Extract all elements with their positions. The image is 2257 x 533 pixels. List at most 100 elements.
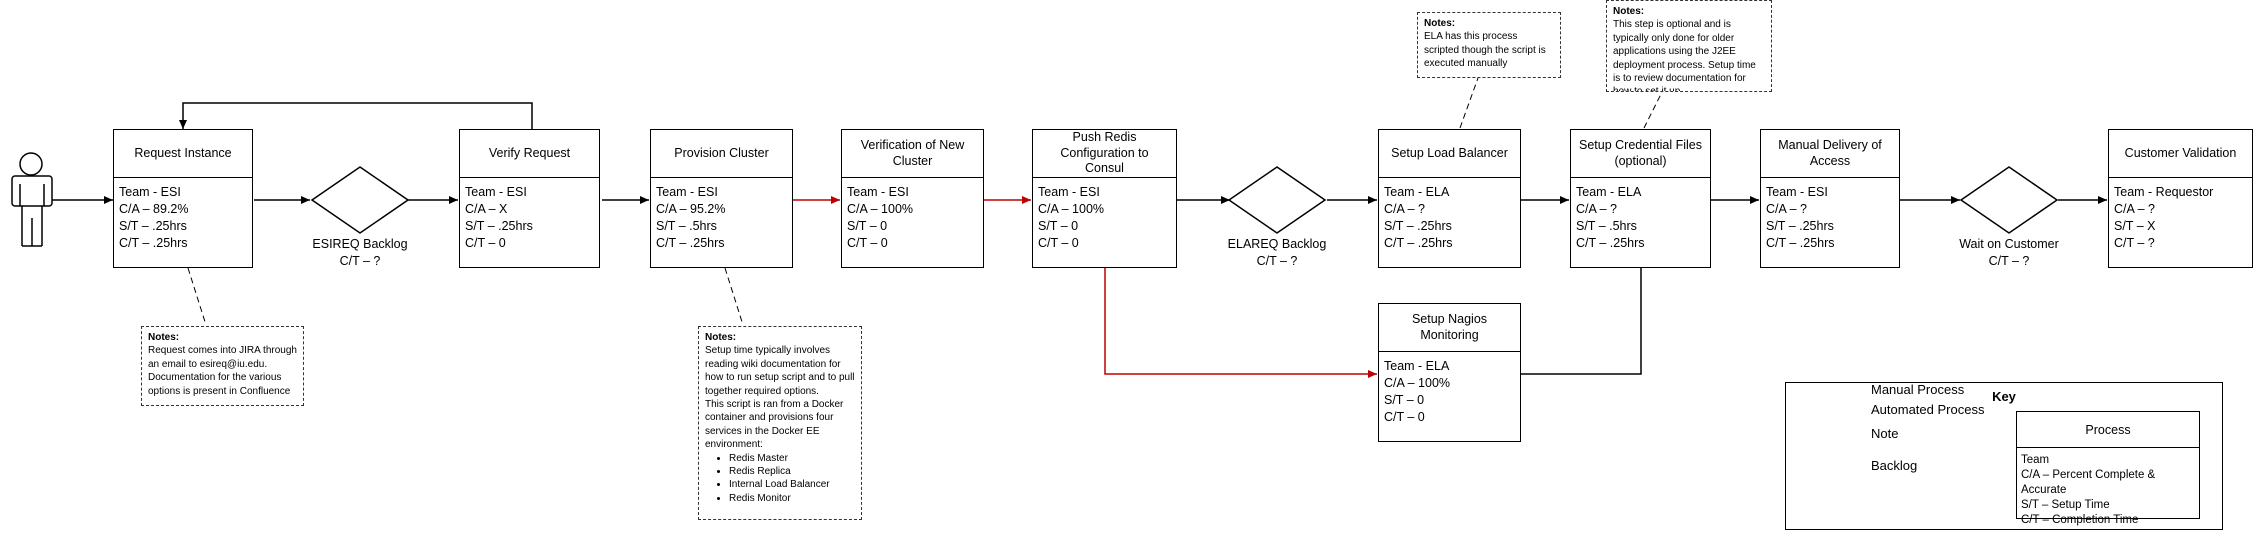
- legend-process-title: Process: [2017, 412, 2199, 448]
- legend-process-line: Team: [2021, 454, 2050, 466]
- note-provision-cluster: Notes: Setup time typically involves rea…: [698, 326, 862, 520]
- legend-backlog: Backlog: [1871, 458, 1918, 473]
- process-title: Provision Cluster: [651, 130, 792, 178]
- process-st: S/T – 0: [1038, 219, 1079, 233]
- process-title: Request Instance: [114, 130, 252, 178]
- backlog-ct: C/T – ?: [339, 254, 381, 268]
- legend-process-lines: Team C/A – Percent Complete & Accurate S…: [2017, 448, 2199, 533]
- backlog-diamond-esireq: [310, 166, 410, 234]
- note-bullet: Redis Replica: [729, 465, 855, 478]
- process-ca: C/A – ?: [1384, 202, 1425, 216]
- legend-process-box: Process Team C/A – Percent Complete & Ac…: [2016, 411, 2200, 526]
- process-st: S/T – 0: [1384, 393, 1425, 407]
- process-st: S/T – 0: [847, 219, 888, 233]
- legend-automated-process: Automated Process: [1871, 402, 1985, 417]
- process-team: Team - ELA: [1384, 359, 1450, 373]
- legend-process-line: C/A – Percent Complete & Accurate: [2021, 469, 2156, 496]
- process-st: S/T – .5hrs: [656, 219, 717, 233]
- note-title: Notes:: [705, 332, 737, 343]
- process-title: Manual Delivery of Access: [1761, 130, 1899, 178]
- note-text: This step is optional and is typically o…: [1613, 19, 1756, 92]
- legend-process-line: C/T – Completion Time: [2021, 514, 2139, 526]
- legend-note: Note: [1871, 426, 1899, 441]
- process-st: S/T – .25hrs: [1766, 219, 1834, 233]
- process-st: S/T – .5hrs: [1576, 219, 1637, 233]
- process-manual-delivery-access: Manual Delivery of Access Team - ESI C/A…: [1760, 129, 1900, 268]
- note-bullet-list: Redis Master Redis Replica Internal Load…: [705, 452, 855, 506]
- process-metrics: Team - ESI C/A – 95.2% S/T – .5hrs C/T –…: [651, 178, 792, 258]
- process-setup-load-balancer: Setup Load Balancer Team - ELA C/A – ? S…: [1378, 129, 1521, 268]
- process-metrics: Team - Requestor C/A – ? S/T – X C/T – ?: [2109, 178, 2252, 258]
- process-ca: C/A – 89.2%: [119, 202, 189, 216]
- note-bullet: Redis Master: [729, 452, 855, 465]
- process-ct: C/T – 0: [1038, 236, 1079, 250]
- process-setup-credential-files: Setup Credential Files (optional) Team -…: [1570, 129, 1711, 268]
- process-provision-cluster: Provision Cluster Team - ESI C/A – 95.2%…: [650, 129, 793, 268]
- process-metrics: Team - ESI C/A – 89.2% S/T – .25hrs C/T …: [114, 178, 252, 258]
- person-icon: [11, 152, 53, 247]
- process-metrics: Team - ESI C/A – 100% S/T – 0 C/T – 0: [1033, 178, 1176, 258]
- note-text: Request comes into JIRA through an email…: [148, 345, 297, 397]
- process-ct: C/T – 0: [1384, 410, 1425, 424]
- note-setup-load-balancer: Notes: ELA has this process scripted tho…: [1417, 12, 1561, 78]
- note-title: Notes:: [1424, 18, 1456, 29]
- legend-process-line: S/T – Setup Time: [2021, 499, 2110, 511]
- process-team: Team - ESI: [847, 185, 909, 199]
- process-st: S/T – .25hrs: [465, 219, 533, 233]
- note-request-instance: Notes: Request comes into JIRA through a…: [141, 326, 304, 406]
- note-connectors: [187, 77, 1663, 326]
- process-metrics: Team - ELA C/A – ? S/T – .25hrs C/T – .2…: [1379, 178, 1520, 258]
- process-metrics: Team - ESI C/A – ? S/T – .25hrs C/T – .2…: [1761, 178, 1899, 258]
- process-setup-nagios-monitoring: Setup Nagios Monitoring Team - ELA C/A –…: [1378, 303, 1521, 442]
- process-request-instance: Request Instance Team - ESI C/A – 89.2% …: [113, 129, 253, 268]
- process-st: S/T – X: [2114, 219, 2156, 233]
- process-team: Team - Requestor: [2114, 185, 2214, 199]
- process-title: Setup Load Balancer: [1379, 130, 1520, 178]
- process-ct: C/T – ?: [2114, 236, 2155, 250]
- process-ct: C/T – 0: [847, 236, 888, 250]
- process-team: Team - ESI: [119, 185, 181, 199]
- note-bullet: Internal Load Balancer: [729, 478, 855, 491]
- backlog-name: ELAREQ Backlog: [1227, 237, 1327, 251]
- backlog-ct: C/T – ?: [1256, 254, 1298, 268]
- process-verification-new-cluster: Verification of New Cluster Team - ESI C…: [841, 129, 984, 268]
- backlog-diamond-elareq: [1227, 166, 1327, 234]
- legend-title: Key: [1992, 389, 2016, 404]
- note-text: ELA has this process scripted though the…: [1424, 31, 1546, 70]
- process-ct: C/T – 0: [465, 236, 506, 250]
- backlog-label-elareq: ELAREQ Backlog C/T – ?: [1228, 236, 1327, 270]
- process-ca: C/A – ?: [2114, 202, 2155, 216]
- note-text: This script is ran from a Docker contain…: [705, 399, 844, 451]
- backlog-label-esireq: ESIREQ Backlog C/T – ?: [312, 236, 407, 270]
- legend-manual-process: Manual Process: [1871, 382, 1965, 397]
- process-ct: C/T – .25hrs: [1576, 236, 1645, 250]
- process-metrics: Team - ELA C/A – 100% S/T – 0 C/T – 0: [1379, 352, 1520, 432]
- backlog-name: ESIREQ Backlog: [312, 237, 408, 251]
- process-ca: C/A – 95.2%: [656, 202, 726, 216]
- process-metrics: Team - ESI C/A – 100% S/T – 0 C/T – 0: [842, 178, 983, 258]
- process-team: Team - ESI: [1766, 185, 1828, 199]
- backlog-label-customer: Wait on Customer C/T – ?: [1959, 236, 2059, 270]
- process-ca: C/A – 100%: [1384, 376, 1451, 390]
- backlog-ct: C/T – ?: [1988, 254, 2030, 268]
- process-ct: C/T – .25hrs: [1766, 236, 1835, 250]
- process-ct: C/T – .25hrs: [656, 236, 725, 250]
- manual-arrows: [52, 102, 2107, 375]
- process-ca: C/A – ?: [1766, 202, 1807, 216]
- process-ct: C/T – .25hrs: [119, 236, 188, 250]
- process-ca: C/A – 100%: [1038, 202, 1105, 216]
- process-team: Team - ESI: [656, 185, 718, 199]
- process-ca: C/A – ?: [1576, 202, 1617, 216]
- note-title: Notes:: [1613, 6, 1645, 17]
- backlog-name: Wait on Customer: [1959, 237, 2059, 251]
- note-text: Setup time typically involves reading wi…: [705, 345, 855, 397]
- process-title: Setup Credential Files (optional): [1571, 130, 1710, 178]
- process-push-redis-config: Push Redis Configuration to Consul Team …: [1032, 129, 1177, 268]
- process-st: S/T – .25hrs: [1384, 219, 1452, 233]
- process-title: Verify Request: [460, 130, 599, 178]
- legend-key: Key Manual Process Automated Process Not…: [1785, 382, 2223, 530]
- process-title: Verification of New Cluster: [842, 130, 983, 178]
- process-ca: C/A – 100%: [847, 202, 914, 216]
- process-title: Customer Validation: [2109, 130, 2252, 178]
